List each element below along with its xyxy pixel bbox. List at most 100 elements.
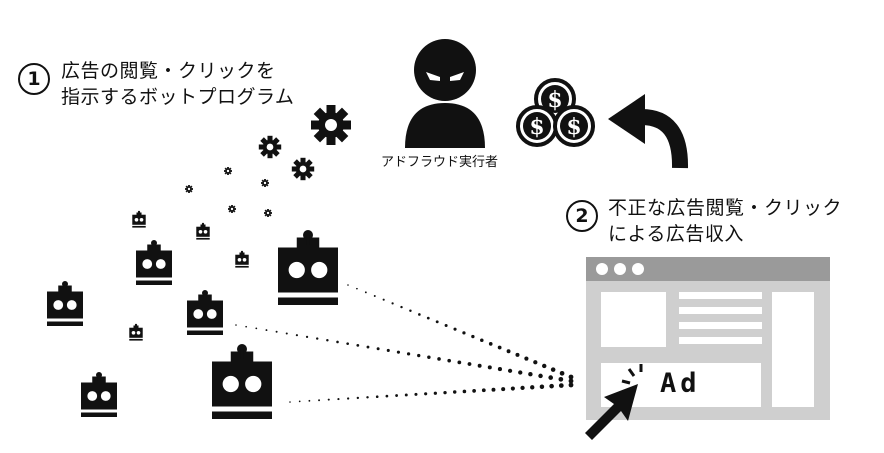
gear-icon <box>291 157 315 181</box>
trail-dot <box>406 352 411 356</box>
trail-dot <box>542 363 547 369</box>
robot-icon <box>81 372 117 417</box>
trail-dot <box>443 390 447 395</box>
step1-line1: 広告の閲覧・クリックを <box>61 60 276 82</box>
trail-dot <box>477 363 482 368</box>
trail-dot <box>356 396 360 400</box>
trail-dot <box>568 382 574 388</box>
trail-dot <box>386 348 390 352</box>
trail-dot <box>437 357 441 361</box>
trail-dot <box>528 372 533 377</box>
trail-dot <box>507 368 513 373</box>
trail-dot <box>414 392 418 396</box>
trail-dot <box>356 343 360 347</box>
robot-icon <box>196 222 210 240</box>
trail-dot <box>510 386 515 391</box>
trail-dot <box>457 360 462 365</box>
step-number-2: 2 <box>566 200 598 232</box>
gear-icon <box>261 179 269 187</box>
trail-dot <box>265 329 268 332</box>
trail-dot <box>396 350 401 354</box>
trail-dot <box>515 352 520 357</box>
trail-dot <box>558 376 564 382</box>
step2-description: 不正な広告閲覧・クリック による広告収入 <box>608 195 842 247</box>
window-dot <box>632 263 644 275</box>
trail-dot <box>285 332 288 335</box>
trail-dot <box>391 302 394 305</box>
trail-dot <box>487 365 492 370</box>
trail-dot <box>298 400 301 403</box>
trail-dot <box>559 370 565 376</box>
step-number-1: 1 <box>18 63 50 95</box>
trail-dot <box>385 394 389 398</box>
trail-dot <box>452 390 457 394</box>
ad-label: Ad <box>660 368 701 399</box>
mouse-cursor-icon <box>585 384 638 440</box>
step2-line2: による広告収入 <box>608 223 744 245</box>
trail-dot <box>275 330 278 333</box>
robot-icon <box>129 323 143 341</box>
robot-icon <box>235 250 249 268</box>
trail-dot <box>366 396 369 399</box>
trail-dot <box>447 358 451 363</box>
trail-dot <box>444 323 448 327</box>
gear-icon <box>228 205 236 213</box>
svg-text:$: $ <box>529 114 544 140</box>
trail-dot <box>308 399 311 402</box>
trail-dot <box>305 335 309 339</box>
trail-dot <box>426 316 430 320</box>
trail-dot <box>539 384 545 389</box>
trail-dot <box>462 389 467 394</box>
trail-dot <box>245 325 248 328</box>
trail-dot <box>550 367 556 372</box>
trail-dot <box>558 383 564 388</box>
trail-dot <box>327 398 330 401</box>
trail-dot <box>326 339 329 342</box>
trail-dot <box>462 331 466 335</box>
trail-dot <box>481 388 486 393</box>
trail-dot <box>235 324 237 326</box>
revenue-arrow-icon <box>608 94 689 169</box>
robot-icon <box>187 290 223 335</box>
trail-dot <box>404 393 408 397</box>
trail-dot <box>488 342 493 346</box>
trail-dot <box>533 360 538 365</box>
trail-dot <box>568 378 574 384</box>
trail-dot <box>549 383 554 389</box>
trail-dot <box>346 342 349 345</box>
gears <box>185 105 351 217</box>
bot-robots <box>47 210 338 419</box>
trail-dot <box>375 395 379 399</box>
trail-dot <box>373 295 376 298</box>
hooded-fraudster-icon <box>405 39 485 148</box>
browser-window <box>586 257 830 420</box>
trail-dot <box>568 374 574 380</box>
trail-dot <box>417 353 421 358</box>
trail-dot <box>427 355 431 359</box>
trail-dot <box>356 287 358 290</box>
trail-dot <box>480 338 484 342</box>
trail-dot <box>395 394 398 397</box>
trail-dot <box>424 392 428 396</box>
trail-dot <box>409 309 412 313</box>
gear-icon <box>185 185 193 193</box>
trail-dot <box>295 334 298 337</box>
trail-dot <box>318 399 321 402</box>
trail-dot <box>337 397 340 401</box>
trail-dot <box>538 373 543 379</box>
trail-dot <box>524 356 529 361</box>
trail-dot <box>347 397 350 400</box>
trail-dot <box>501 387 506 392</box>
step1-description: 広告の閲覧・クリックを 指示するボットプログラム <box>61 58 294 110</box>
gear-icon <box>264 209 272 217</box>
gear-icon <box>258 135 282 159</box>
trail-dot <box>520 385 525 391</box>
trail-dot <box>255 327 258 330</box>
trail-dot <box>506 349 511 354</box>
svg-text:$: $ <box>547 87 562 113</box>
svg-text:$: $ <box>566 114 581 140</box>
robot-icon <box>47 281 83 326</box>
fraudster-label: アドフラウド実行者 <box>381 155 499 170</box>
trail-dot <box>400 305 403 309</box>
